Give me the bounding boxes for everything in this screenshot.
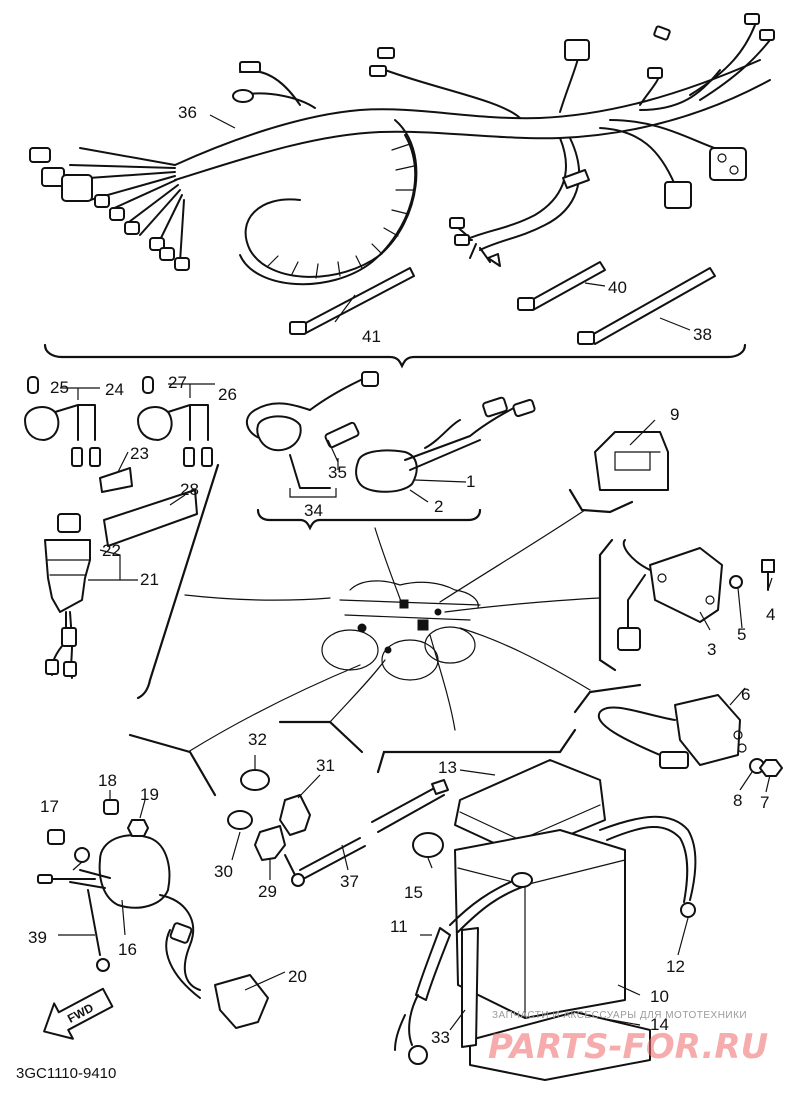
callout-14: 14 xyxy=(650,1015,669,1034)
callout-19: 19 xyxy=(140,785,159,804)
battery-brace xyxy=(376,728,577,774)
callout-37: 37 xyxy=(340,872,359,891)
battery-box xyxy=(394,759,697,1081)
band-40 xyxy=(527,261,606,311)
callout-labels: 1 2 3 4 5 6 7 8 9 10 11 12 13 14 15 16 1… xyxy=(28,103,775,1047)
callout-18: 18 xyxy=(98,771,117,790)
callout-31: 31 xyxy=(316,756,335,775)
wire-harness xyxy=(29,13,775,286)
callout-28: 28 xyxy=(180,480,199,499)
sender-brace xyxy=(278,720,364,754)
callout-27: 27 xyxy=(168,373,187,392)
callout-24: 24 xyxy=(105,380,124,399)
callout-16: 16 xyxy=(118,940,137,959)
callout-39: 39 xyxy=(28,928,47,947)
switch-group-brace xyxy=(256,508,482,531)
sender-switches xyxy=(227,769,449,887)
callout-17: 17 xyxy=(40,797,59,816)
callout-33: 33 xyxy=(431,1028,450,1047)
callout-15: 15 xyxy=(404,883,423,902)
rectifier-brace xyxy=(598,538,617,672)
band-41 xyxy=(299,267,415,335)
callout-11: 11 xyxy=(390,917,408,936)
callout-29: 29 xyxy=(258,882,277,901)
watermark: ЗАПЧАСТИ И АКСЕССУАРЫ ДЛЯ МОТОТЕХНИКИ PA… xyxy=(488,1010,768,1067)
callout-5: 5 xyxy=(737,625,746,644)
callout-13: 13 xyxy=(438,758,457,777)
callout-26: 26 xyxy=(218,385,237,404)
callout-38: 38 xyxy=(693,325,712,344)
callout-32: 32 xyxy=(248,730,267,749)
main-switch xyxy=(44,513,91,679)
callout-25: 25 xyxy=(50,378,69,397)
fwd-arrow: FWD xyxy=(43,987,114,1040)
callout-8: 8 xyxy=(733,791,742,810)
callout-10: 10 xyxy=(650,987,669,1006)
callout-30: 30 xyxy=(214,862,233,881)
indicator-bulbs xyxy=(24,376,213,547)
callout-3: 3 xyxy=(707,640,716,659)
callout-2: 2 xyxy=(434,497,443,516)
catalog-code: 3GC1110-9410 xyxy=(16,1065,116,1082)
frame-sketch xyxy=(321,580,481,681)
callout-4: 4 xyxy=(766,605,775,624)
watermark-caption: ЗАПЧАСТИ И АКСЕССУАРЫ ДЛЯ МОТОТЕХНИКИ xyxy=(492,1010,747,1021)
callout-12: 12 xyxy=(666,957,685,976)
handlebar-switches xyxy=(246,371,536,493)
callout-23: 23 xyxy=(130,444,149,463)
cable-ties xyxy=(289,261,716,345)
callout-6: 6 xyxy=(741,685,750,704)
callout-20: 20 xyxy=(288,967,307,986)
callout-7: 7 xyxy=(760,793,769,812)
callout-40: 40 xyxy=(608,278,627,297)
rectifier xyxy=(617,539,775,651)
leader-lines xyxy=(58,114,773,1031)
callout-35: 35 xyxy=(328,463,347,482)
starter-relay xyxy=(597,694,783,777)
frame-leaders xyxy=(187,509,601,753)
relay-unit xyxy=(594,431,669,491)
callout-36: 36 xyxy=(178,103,197,122)
callout-41: 41 xyxy=(362,327,381,346)
watermark-site: PARTS-FOR.RU xyxy=(488,1027,768,1067)
callout-1: 1 xyxy=(466,472,475,491)
callout-34: 34 xyxy=(304,501,323,520)
harness-group-brace xyxy=(43,343,747,369)
callout-22: 22 xyxy=(102,541,121,560)
callout-9: 9 xyxy=(670,405,679,424)
ignition-coil xyxy=(37,799,269,1029)
callout-21: 21 xyxy=(140,570,159,589)
relay-brace xyxy=(568,488,634,514)
left-group-brace xyxy=(136,463,220,700)
starter-relay-brace xyxy=(573,683,642,714)
coil-brace xyxy=(128,733,217,797)
